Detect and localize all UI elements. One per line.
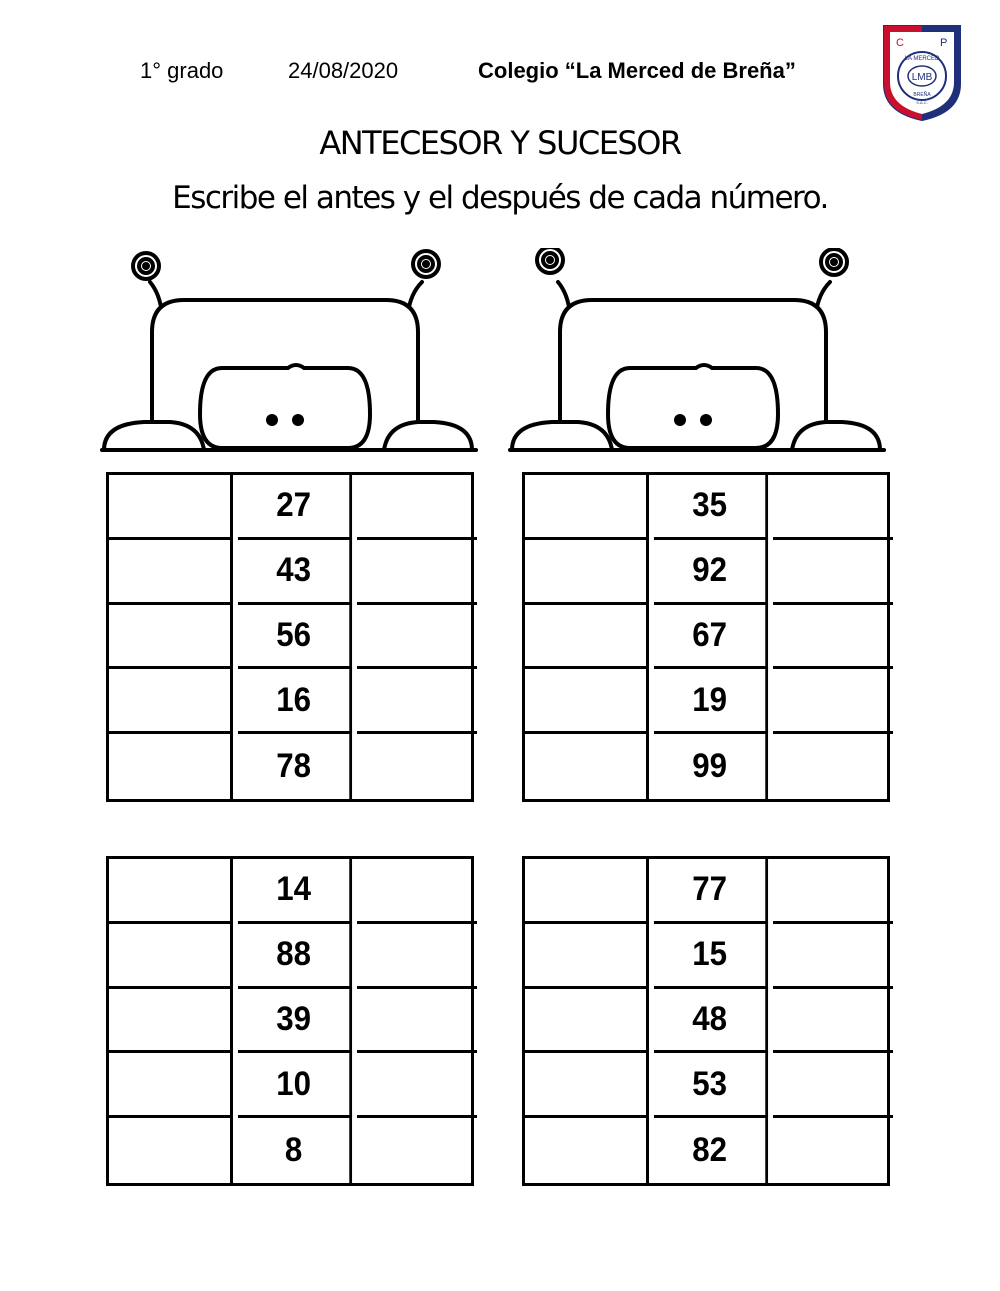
given-number: 53 [653,1053,769,1119]
logo-monogram: LMB [912,72,933,83]
answer-box-before[interactable] [109,669,233,735]
monster-illustration-icon [508,248,886,452]
answer-box-after[interactable] [773,669,893,735]
school-name: Colegio “La Merced de Breña” [478,58,796,83]
answer-box-after[interactable] [773,924,893,989]
school-logo-icon: C P LA MERCED LMB BREÑA S.A.C. [883,25,961,122]
answer-box-before[interactable] [525,604,649,670]
answer-box-after[interactable] [773,734,893,799]
answer-box-before[interactable] [525,539,649,605]
given-number: 92 [653,539,769,605]
answer-box-before[interactable] [109,1053,233,1119]
given-number: 88 [237,923,353,989]
answer-box-after[interactable] [773,540,893,605]
given-number: 99 [654,734,769,799]
answer-box-after[interactable] [357,734,477,799]
answer-box-before[interactable] [525,923,649,989]
answer-box-after[interactable] [357,475,477,540]
logo-letter-p: P [940,37,947,49]
answer-box-before[interactable] [109,1118,233,1183]
answer-box-before[interactable] [525,669,649,735]
answer-box-after[interactable] [773,989,893,1054]
answer-box-after[interactable] [773,605,893,670]
logo-arc-text: LA MERCED [905,56,940,62]
number-table-4: 77 15 48 53 82 [522,856,893,1186]
answer-box-after[interactable] [773,859,893,924]
given-number: 27 [237,475,353,540]
given-number: 39 [237,988,353,1054]
logo-bottom-text: BREÑA [913,91,931,98]
answer-box-after[interactable] [357,989,477,1054]
given-number: 48 [653,988,769,1054]
answer-box-before[interactable] [525,988,649,1054]
answer-box-after[interactable] [357,669,477,735]
given-number: 78 [238,734,353,799]
worksheet-title: ANTECESOR Y SUCESOR [319,124,682,162]
given-number: 67 [653,604,769,670]
given-number: 19 [653,669,769,735]
answer-box-before[interactable] [525,1053,649,1119]
logo-letter-c: C [896,37,904,49]
number-table-2: 35 92 67 19 99 [522,472,893,802]
answer-box-after[interactable] [357,1118,477,1183]
answer-box-after[interactable] [357,859,477,924]
answer-box-after[interactable] [357,1053,477,1119]
given-number: 43 [237,539,353,605]
answer-box-before[interactable] [525,475,649,540]
answer-box-before[interactable] [525,734,649,799]
given-number: 15 [653,923,769,989]
given-number: 82 [654,1118,769,1183]
logo-small-text: S.A.C. [916,100,928,105]
given-number: 10 [237,1053,353,1119]
given-number: 16 [237,669,353,735]
answer-box-before[interactable] [525,859,649,924]
given-number: 56 [237,604,353,670]
answer-box-after[interactable] [357,540,477,605]
number-table-3: 14 88 39 10 8 [106,856,477,1186]
answer-box-after[interactable] [357,605,477,670]
given-number: 8 [238,1118,353,1183]
worksheet-instructions: Escribe el antes y el después de cada nú… [172,180,829,216]
answer-box-before[interactable] [109,859,233,924]
given-number: 35 [653,475,769,540]
answer-box-after[interactable] [773,1053,893,1119]
answer-box-after[interactable] [357,924,477,989]
answer-box-before[interactable] [109,604,233,670]
answer-box-before[interactable] [109,475,233,540]
monster-illustration-icon [100,249,478,452]
grade-label: 1° grado [140,58,224,83]
answer-box-before[interactable] [109,923,233,989]
answer-box-before[interactable] [109,988,233,1054]
answer-box-after[interactable] [773,475,893,540]
date-label: 24/08/2020 [288,58,399,83]
answer-box-before[interactable] [525,1118,649,1183]
given-number: 14 [237,859,353,924]
answer-box-before[interactable] [109,539,233,605]
answer-box-before[interactable] [109,734,233,799]
given-number: 77 [653,859,769,924]
answer-box-after[interactable] [773,1118,893,1183]
number-table-1: 27 43 56 16 78 [106,472,477,802]
